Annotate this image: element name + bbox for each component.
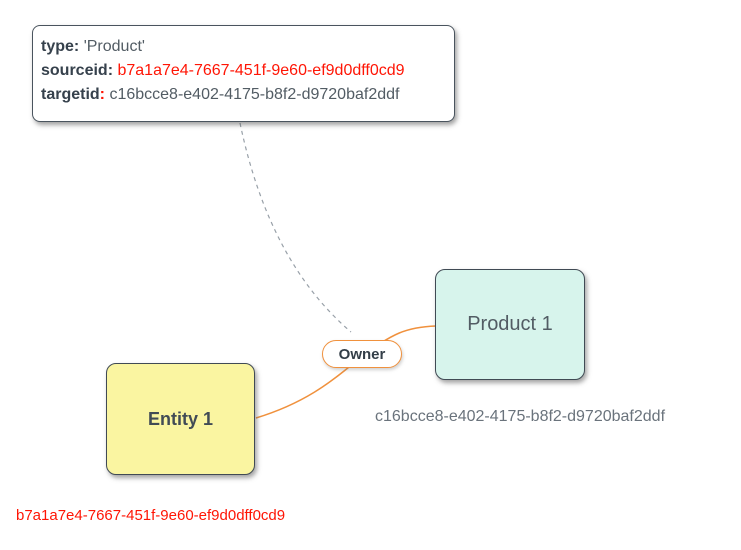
node-entity-1-label: Entity 1 <box>147 408 213 429</box>
node-product-1[interactable]: Product 1 <box>435 269 585 380</box>
tooltip-type-colon: : <box>73 38 80 55</box>
tooltip-sourceid-colon: : <box>107 62 114 79</box>
product-uuid-caption: c16bcce8-e402-4175-b8f2-d9720baf2ddf <box>375 408 666 425</box>
tooltip-row-type: type: 'Product' <box>41 35 446 59</box>
tooltip-targetid-value: c16bcce8-e402-4175-b8f2-d9720baf2ddf <box>109 86 400 103</box>
tooltip-type-value: 'Product' <box>83 38 145 55</box>
node-product-1-label: Product 1 <box>467 313 553 335</box>
tooltip-sourceid-value: b7a1a7e4-7667-451f-9e60-ef9d0dff0cd9 <box>117 62 405 79</box>
tooltip-targetid-label: targetid <box>41 86 100 103</box>
tooltip-row-sourceid: sourceid: b7a1a7e4-7667-451f-9e60-ef9d0d… <box>41 59 446 83</box>
tooltip-leader-dashed-line <box>239 122 352 333</box>
tooltip-row-targetid: targetid: c16bcce8-e402-4175-b8f2-d9720b… <box>41 83 446 107</box>
edge-properties-tooltip: type: 'Product' sourceid: b7a1a7e4-7667-… <box>32 25 455 122</box>
tooltip-targetid-colon: : <box>99 86 105 103</box>
tooltip-type-label: type <box>41 38 74 55</box>
entity-uuid-caption: b7a1a7e4-7667-451f-9e60-ef9d0dff0cd9 <box>16 507 286 524</box>
tooltip-sourceid-label: sourceid <box>41 62 108 79</box>
node-entity-1[interactable]: Entity 1 <box>106 363 255 475</box>
edge-label-owner-text: Owner <box>338 345 386 363</box>
edge-label-owner[interactable]: Owner <box>322 340 402 368</box>
